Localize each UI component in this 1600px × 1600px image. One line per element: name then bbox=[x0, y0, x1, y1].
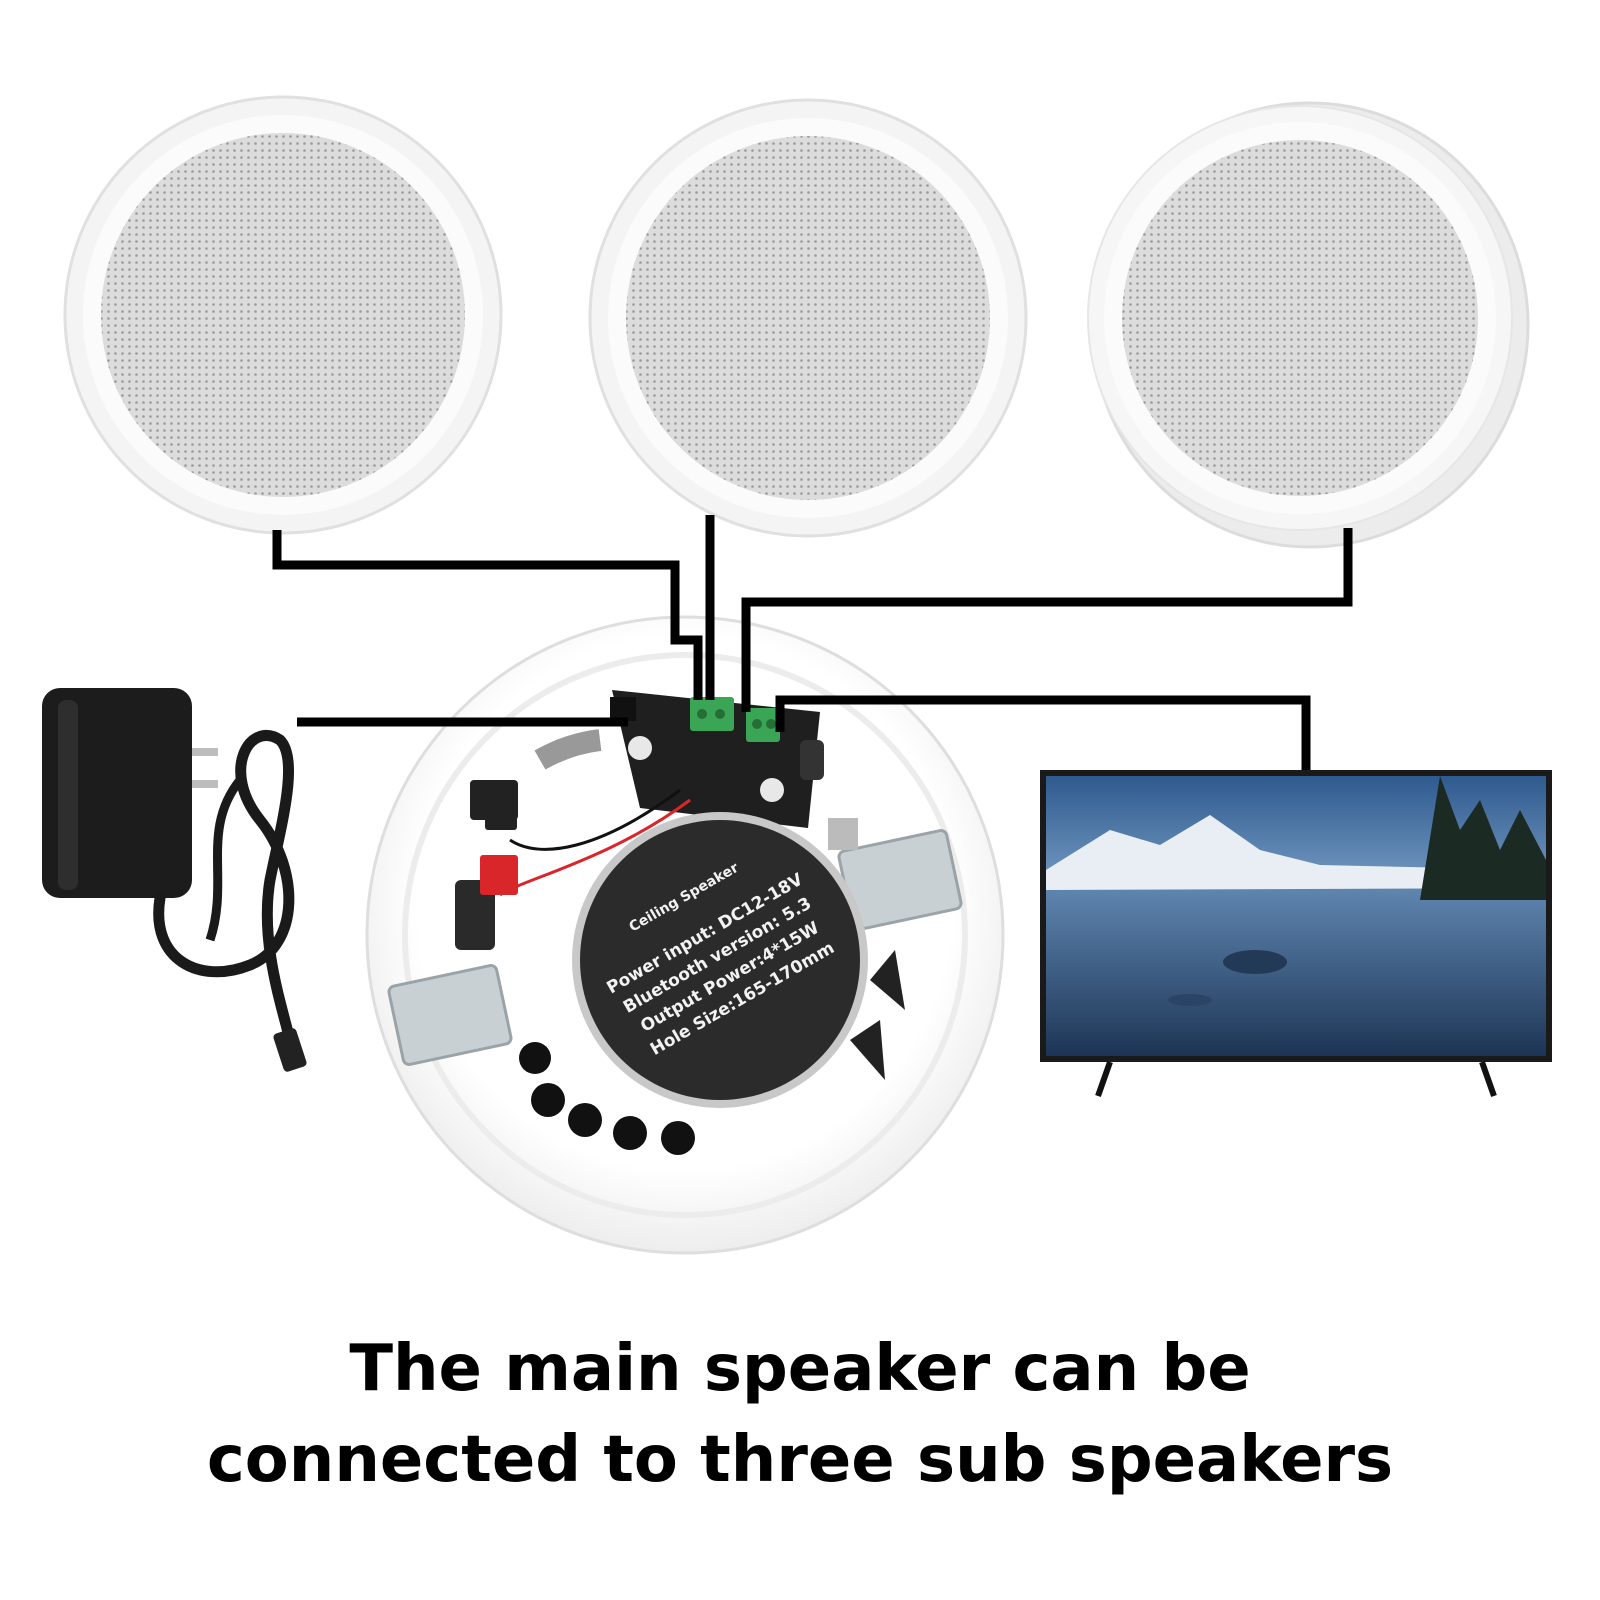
caption-line-2: connected to three sub speakers bbox=[206, 1423, 1394, 1497]
sub-speaker-right bbox=[1087, 101, 1530, 549]
sub-speaker-left bbox=[63, 95, 503, 535]
wire-right-speaker bbox=[741, 528, 1353, 712]
wire-tv bbox=[775, 695, 1311, 770]
main-speaker-icon: Ceiling Speaker Power input: DC12-18V Bl… bbox=[365, 615, 1005, 1255]
power-adapter-icon bbox=[42, 688, 307, 1072]
wires bbox=[272, 515, 1353, 770]
wire-left-speaker bbox=[272, 530, 703, 700]
caption-line-1: The main speaker can be bbox=[349, 1332, 1251, 1406]
tv-icon bbox=[1040, 770, 1552, 1097]
sub-speaker-middle bbox=[588, 98, 1028, 538]
